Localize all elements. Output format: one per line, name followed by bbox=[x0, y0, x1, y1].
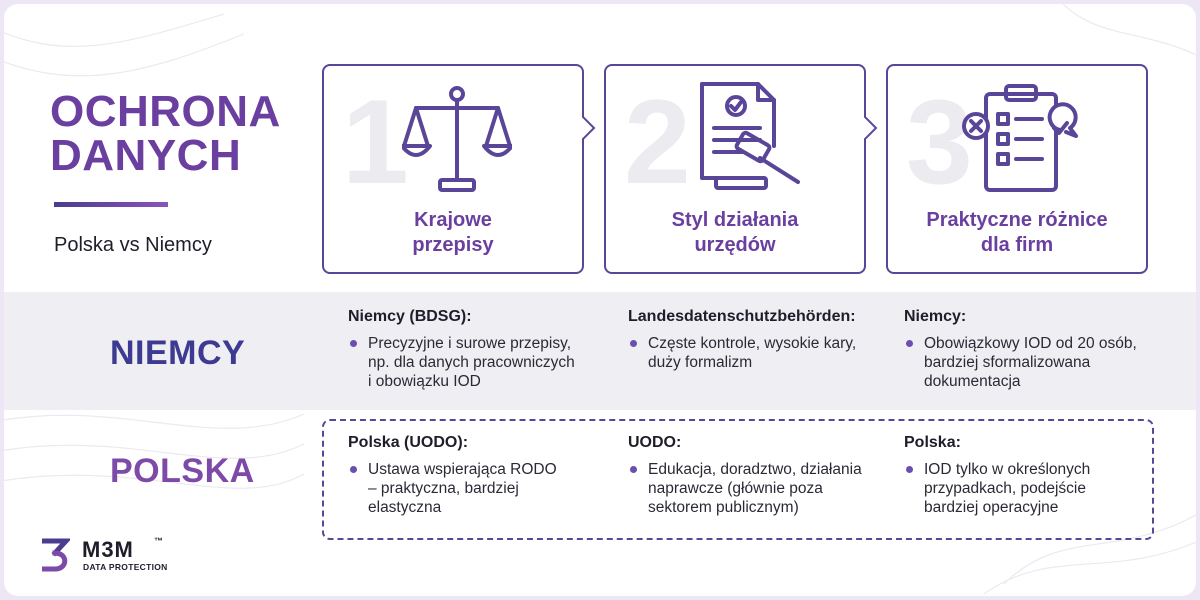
logo-tagline: DATA PROTECTION bbox=[83, 562, 168, 572]
m3m-logo-mark-icon bbox=[42, 538, 70, 572]
title-line-2: DANYCH bbox=[50, 131, 242, 180]
germany-cell-2: Landesdatenschutzbehörden: Częste kontro… bbox=[628, 308, 878, 372]
step-label: Krajowe przepisy bbox=[412, 209, 494, 256]
cell-list: Ustawa wspierająca RODO– praktyczna, bar… bbox=[348, 460, 598, 517]
page-subtitle: Polska vs Niemcy bbox=[54, 234, 212, 256]
step-card-3: 3 Praktyczne różnice dla firm bbox=[886, 64, 1148, 274]
poland-cell-1: Polska (UODO): Ustawa wspierająca RODO– … bbox=[348, 434, 598, 517]
list-item: Częste kontrole, wysokie kary,duży forma… bbox=[628, 334, 878, 372]
title-underline bbox=[54, 202, 168, 207]
step-number: 2 bbox=[624, 75, 691, 209]
cell-heading: UODO: bbox=[628, 434, 682, 451]
page-title: OCHRONA DANYCH bbox=[50, 90, 281, 178]
logo-trademark: ™ bbox=[154, 536, 163, 546]
step-label: Styl działania urzędów bbox=[671, 209, 799, 256]
list-item: Ustawa wspierająca RODO– praktyczna, bar… bbox=[348, 460, 598, 517]
row-label-germany: NIEMCY bbox=[110, 334, 246, 372]
step-number: 1 bbox=[342, 75, 409, 209]
cell-heading: Niemcy (BDSG): bbox=[348, 308, 472, 325]
cell-heading: Niemcy: bbox=[904, 308, 967, 325]
step-number: 3 bbox=[906, 75, 973, 209]
infographic: OCHRONA DANYCH Polska vs Niemcy 1 Krajow… bbox=[4, 4, 1196, 596]
document-gavel-icon bbox=[700, 82, 800, 190]
logo-name: M3M bbox=[82, 537, 134, 562]
list-item: Precyzyjne i surowe przepisy,np. dla dan… bbox=[348, 334, 598, 391]
chevron-right-icon bbox=[582, 114, 596, 142]
cell-heading: Landesdatenschutzbehörden: bbox=[628, 308, 856, 325]
step-card-1: 1 Krajowe przepisy bbox=[322, 64, 596, 274]
row-label-poland: POLSKA bbox=[110, 452, 255, 490]
chevron-right-icon bbox=[864, 114, 878, 142]
title-line-1: OCHRONA bbox=[50, 87, 281, 136]
clipboard-checklist-icon bbox=[962, 84, 1078, 192]
poland-row-frame bbox=[322, 419, 1154, 540]
cell-list: Obowiązkowy IOD od 20 osób,bardziej sfor… bbox=[904, 334, 1154, 391]
step-label: Praktyczne różnice dla firm bbox=[926, 209, 1108, 256]
cell-list: Precyzyjne i surowe przepisy,np. dla dan… bbox=[348, 334, 598, 391]
list-item: Obowiązkowy IOD od 20 osób,bardziej sfor… bbox=[904, 334, 1154, 391]
cell-heading: Polska (UODO): bbox=[348, 434, 469, 451]
germany-cell-3: Niemcy: Obowiązkowy IOD od 20 osób,bardz… bbox=[904, 308, 1154, 391]
germany-cell-1: Niemcy (BDSG): Precyzyjne i surowe przep… bbox=[348, 308, 598, 391]
step-card-2: 2 Styl działania urzędów bbox=[604, 64, 878, 274]
cell-heading: Polska: bbox=[904, 434, 961, 451]
germany-row-band bbox=[4, 292, 1196, 410]
scales-icon bbox=[402, 86, 512, 192]
cell-list: Częste kontrole, wysokie kary,duży forma… bbox=[628, 334, 878, 372]
